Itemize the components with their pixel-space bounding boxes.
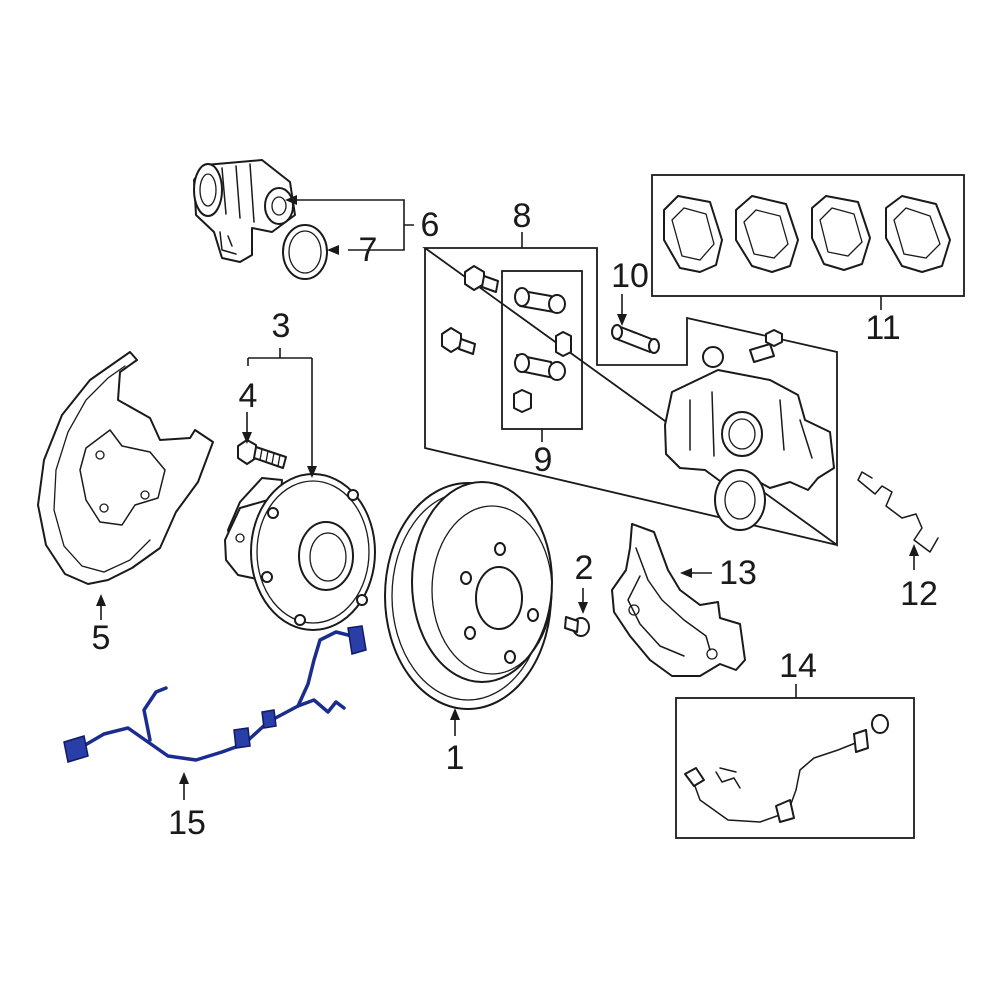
part-1-brake-rotor[interactable] [384,481,553,710]
callout-5: 5 [92,619,111,657]
callout-14: 14 [779,647,817,685]
part-6-brake-motor[interactable] [193,159,296,263]
part-12-retaining-clip[interactable] [857,471,939,553]
part-2-bolt[interactable] [564,616,590,637]
callout-9: 9 [534,441,553,479]
brake-hose-box [675,697,915,839]
callout-4: 4 [239,377,258,415]
callout-11: 11 [865,309,900,347]
callout-2: 2 [575,549,594,587]
part-14-brake-hose[interactable] [684,714,889,823]
part-8-bolt-lower[interactable] [441,327,476,355]
callout-8: 8 [513,197,532,235]
callout-7: 7 [359,231,378,269]
part-8-bolt-upper[interactable] [464,265,499,293]
callout-13: 13 [719,554,757,592]
callout-labels: 1 2 3 4 5 6 7 8 9 10 11 12 13 14 15 [92,197,938,842]
part-15-abs-sensor-harness[interactable] [63,625,367,763]
part-10-guide-pin[interactable] [611,324,660,354]
brake-pads-box [651,174,965,297]
part-3-hub-bearing[interactable] [224,473,376,631]
callout-1: 1 [446,739,465,777]
callout-10: 10 [611,257,649,295]
caliper-kit-box [422,247,838,547]
leader-lines [96,195,919,800]
callout-6: 6 [421,206,440,244]
part-5-splash-shield[interactable] [37,351,214,585]
part-13-caliper-bracket[interactable] [611,523,746,677]
part-9-guide-pin-sleeves[interactable] [513,287,572,413]
part-11-brake-pads[interactable] [663,195,951,273]
callout-15: 15 [168,804,206,842]
part-4-hub-bolt[interactable] [237,439,287,469]
callout-3: 3 [272,307,291,345]
caliper-body[interactable] [664,329,835,531]
part-7-o-ring[interactable] [282,224,328,280]
callout-12: 12 [900,575,938,613]
